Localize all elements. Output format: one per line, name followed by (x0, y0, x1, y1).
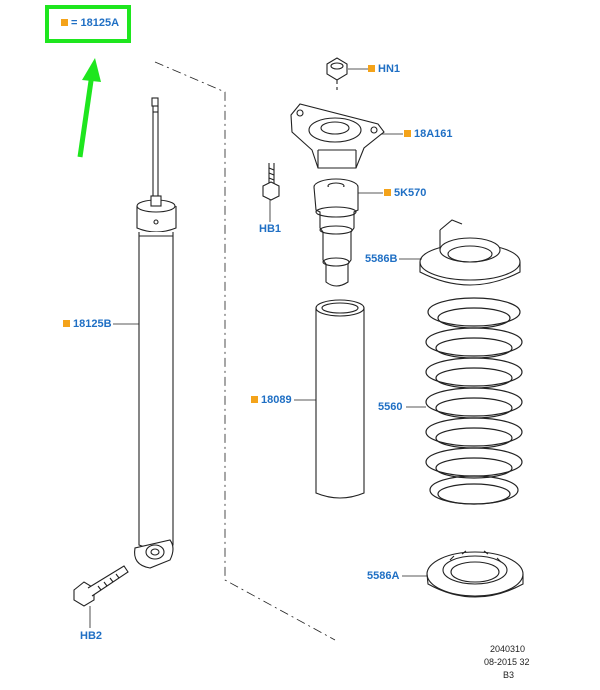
callout-5k570[interactable]: 5K570 (384, 187, 426, 199)
callout-18a161[interactable]: 18A161 (404, 128, 453, 140)
callout-5560[interactable]: 5560 (378, 401, 402, 413)
callout-hb1[interactable]: HB1 (259, 223, 281, 235)
callout-5586a-text: 5586A (367, 570, 400, 582)
drawing-revision: B3 (503, 670, 515, 680)
callout-5560-text: 5560 (378, 401, 403, 413)
legend-part-number: 18125A (80, 17, 120, 29)
callout-hn1[interactable]: HN1 (368, 63, 400, 75)
marker-square-icon (61, 19, 68, 26)
legend-equals: = (71, 17, 78, 29)
legend-highlight-box (45, 5, 131, 43)
callout-18125b[interactable]: 18125B (63, 318, 112, 330)
marker-square-icon (368, 65, 375, 72)
leader-lines (89, 68, 427, 628)
callout-5586a[interactable]: 5586A (367, 570, 399, 582)
drawing-date: 08-2015 32 (484, 657, 530, 667)
dust-cover-18089 (315, 299, 365, 499)
callout-18089[interactable]: 18089 (251, 394, 292, 406)
shock-absorber-18125B (134, 97, 177, 569)
coil-spring-5560 (425, 297, 523, 505)
callout-hn1-text: HN1 (378, 63, 401, 75)
bolt-hb1 (262, 163, 280, 201)
bolt-hb2 (73, 565, 129, 607)
nut-hn1 (326, 57, 348, 90)
callout-hb2-text: HB2 (80, 630, 103, 642)
upper-spring-seat-5586B (419, 219, 521, 286)
assembly-dashed-outline (154, 61, 336, 641)
marker-square-icon (384, 189, 391, 196)
marker-square-icon (63, 320, 70, 327)
marker-square-icon (251, 396, 258, 403)
highlight-arrow-icon (77, 58, 101, 158)
legend-entry[interactable]: = 18125A (61, 17, 119, 29)
callout-18125b-text: 18125B (73, 318, 112, 330)
top-mount-18A161 (290, 103, 385, 169)
callout-5k570-text: 5K570 (394, 187, 427, 199)
marker-square-icon (404, 130, 411, 137)
callout-18089-text: 18089 (261, 394, 292, 406)
callout-5586b[interactable]: 5586B (365, 253, 397, 265)
drawing-number: 2040310 (490, 644, 526, 654)
callout-5586b-text: 5586B (365, 253, 398, 265)
bump-stop-5K570 (313, 178, 359, 287)
callout-18a161-text: 18A161 (414, 128, 453, 140)
callout-hb2[interactable]: HB2 (80, 630, 102, 642)
callout-hb1-text: HB1 (259, 223, 282, 235)
lower-spring-seat-5586A (426, 550, 524, 598)
